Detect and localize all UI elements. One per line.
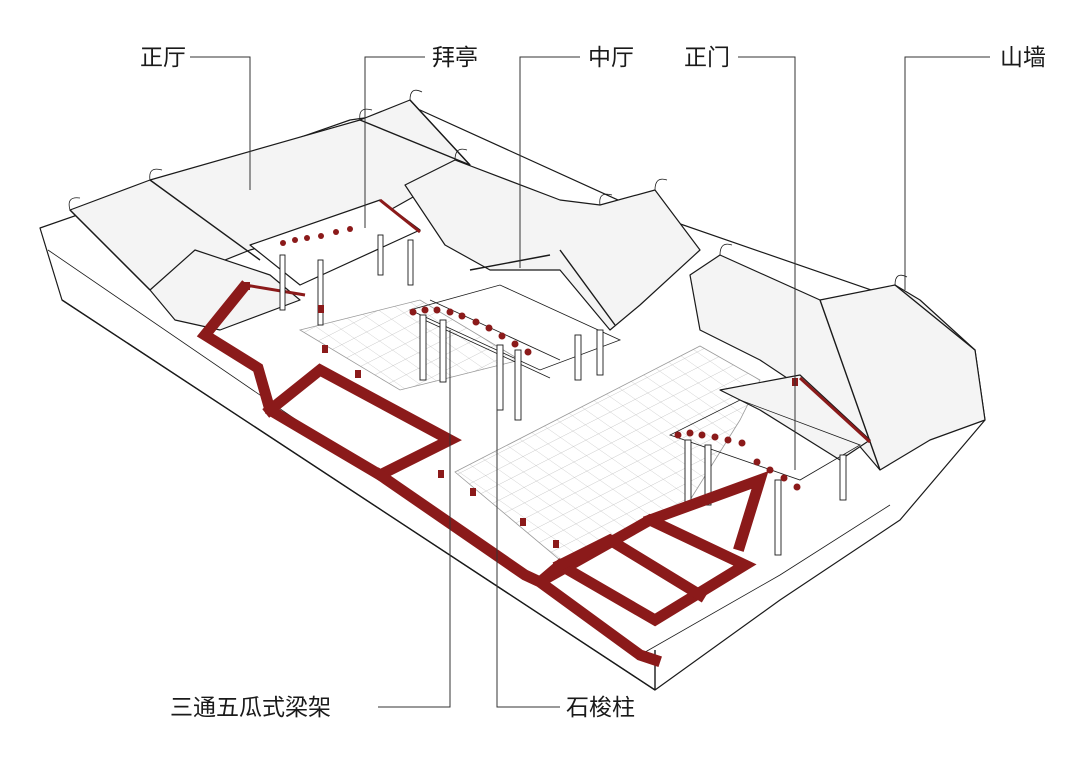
plan-walls-red (196, 280, 769, 667)
label-gable-wall: 山墙 (1000, 45, 1046, 71)
labels: 正厅 拜亭 中厅 正门 山墙 三通五瓜式梁架 石梭柱 (140, 45, 1046, 721)
leader-main-gate (738, 56, 796, 470)
label-main-gate: 正门 (684, 45, 730, 71)
label-middle-hall: 中厅 (588, 45, 634, 71)
leader-stone-column (496, 375, 560, 708)
leader-gable-wall (904, 56, 990, 290)
left-wing-roof (149, 249, 301, 331)
middle-hall-roof (404, 148, 701, 331)
beam-frame-structure (408, 284, 622, 421)
label-beam-frame: 三通五瓜式梁架 (170, 695, 331, 721)
label-main-hall: 正厅 (140, 45, 186, 71)
label-stone-column: 石梭柱 (566, 695, 635, 721)
leader-main-hall (190, 56, 251, 190)
label-worship-pavilion: 拜亭 (432, 45, 478, 71)
leader-beam-frame (378, 330, 451, 708)
leader-middle-hall (519, 56, 580, 268)
leader-lines (190, 56, 990, 708)
leader-worship-pavilion (364, 56, 425, 228)
gate-frame-structure (668, 399, 861, 556)
worship-pavilion (244, 198, 421, 326)
